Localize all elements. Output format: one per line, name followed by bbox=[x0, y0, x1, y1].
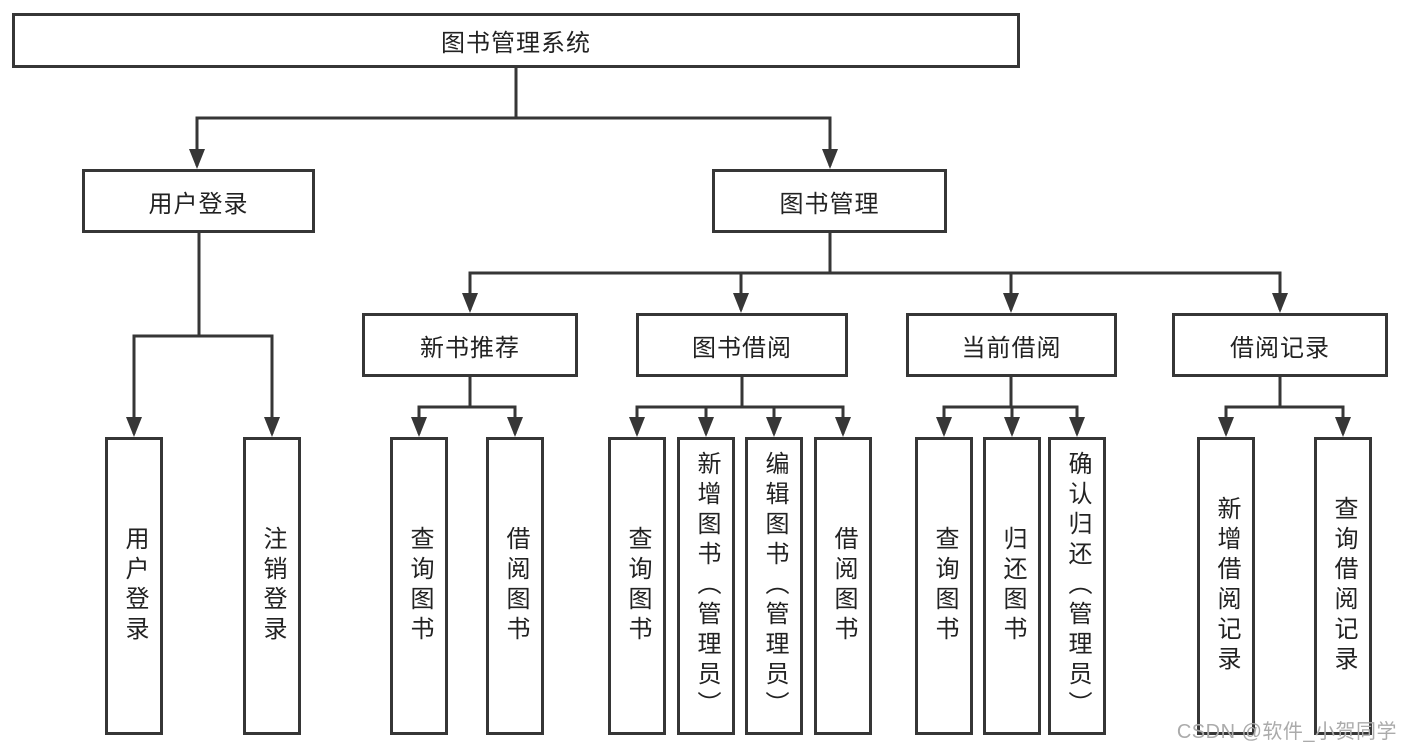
node-leaf-cb-return-book: 归还图书 bbox=[983, 437, 1041, 735]
node-leaf-cb-confirm-return: 确认归还（管理员） bbox=[1048, 437, 1106, 735]
node-leaf-logout-login: 注销登录 bbox=[243, 437, 301, 735]
connector-root-to-level2 bbox=[189, 68, 838, 169]
node-leaf-nbr-borrow-book: 借阅图书 bbox=[486, 437, 544, 735]
node-leaf-br-query-record: 查询借阅记录 bbox=[1314, 437, 1372, 735]
connector-bookmgmt-to-level3 bbox=[462, 233, 1288, 313]
node-leaf-logout-login-label: 注销登录 bbox=[259, 526, 286, 646]
node-borrow-record: 借阅记录 bbox=[1172, 313, 1388, 377]
connector-borrowrecord-to-leaves bbox=[1218, 377, 1351, 437]
node-leaf-nbr-query-book: 查询图书 bbox=[390, 437, 448, 735]
node-library-management-system: 图书管理系统 bbox=[12, 13, 1020, 68]
node-leaf-cb-confirm-return-label: 确认归还（管理员） bbox=[1064, 451, 1091, 721]
node-leaf-bb-borrow-book-label: 借阅图书 bbox=[830, 526, 857, 646]
watermark: CSDN @软件_小贺同学 bbox=[1176, 721, 1397, 743]
node-leaf-nbr-query-book-label: 查询图书 bbox=[406, 526, 433, 646]
node-leaf-bb-add-book-label: 新增图书（管理员） bbox=[693, 451, 720, 721]
node-leaf-user-login: 用户登录 bbox=[105, 437, 163, 735]
node-leaf-br-add-record-label: 新增借阅记录 bbox=[1213, 496, 1240, 676]
node-new-book-recommend: 新书推荐 bbox=[362, 313, 578, 377]
node-leaf-bb-query-book: 查询图书 bbox=[608, 437, 666, 735]
connector-userlogin-to-leaves bbox=[126, 233, 280, 437]
node-leaf-bb-edit-book: 编辑图书（管理员） bbox=[745, 437, 803, 735]
node-leaf-cb-query-book: 查询图书 bbox=[915, 437, 973, 735]
connector-currentborrow-to-leaves bbox=[936, 377, 1085, 437]
node-current-borrow: 当前借阅 bbox=[906, 313, 1117, 377]
node-book-management-label: 图书管理 bbox=[779, 190, 880, 218]
node-book-borrow-label: 图书借阅 bbox=[692, 334, 792, 362]
node-book-borrow: 图书借阅 bbox=[636, 313, 848, 377]
node-leaf-cb-query-book-label: 查询图书 bbox=[931, 526, 958, 646]
node-leaf-bb-add-book: 新增图书（管理员） bbox=[677, 437, 735, 735]
node-library-management-system-label: 图书管理系统 bbox=[441, 30, 591, 57]
node-new-book-recommend-label: 新书推荐 bbox=[420, 334, 520, 362]
node-user-login-label: 用户登录 bbox=[148, 190, 249, 218]
node-leaf-bb-edit-book-label: 编辑图书（管理员） bbox=[761, 451, 788, 721]
node-borrow-record-label: 借阅记录 bbox=[1230, 334, 1330, 362]
node-book-management: 图书管理 bbox=[712, 169, 947, 233]
connector-newbook-to-leaves bbox=[411, 377, 523, 437]
node-leaf-bb-query-book-label: 查询图书 bbox=[624, 526, 651, 646]
node-leaf-br-query-record-label: 查询借阅记录 bbox=[1330, 496, 1357, 676]
node-current-borrow-label: 当前借阅 bbox=[961, 334, 1062, 362]
node-leaf-cb-return-book-label: 归还图书 bbox=[999, 526, 1026, 646]
node-leaf-user-login-label: 用户登录 bbox=[121, 526, 148, 646]
connector-bookborrow-to-leaves bbox=[629, 377, 851, 437]
node-user-login: 用户登录 bbox=[82, 169, 315, 233]
node-leaf-bb-borrow-book: 借阅图书 bbox=[814, 437, 872, 735]
node-leaf-br-add-record: 新增借阅记录 bbox=[1197, 437, 1255, 735]
node-leaf-nbr-borrow-book-label: 借阅图书 bbox=[502, 526, 529, 646]
